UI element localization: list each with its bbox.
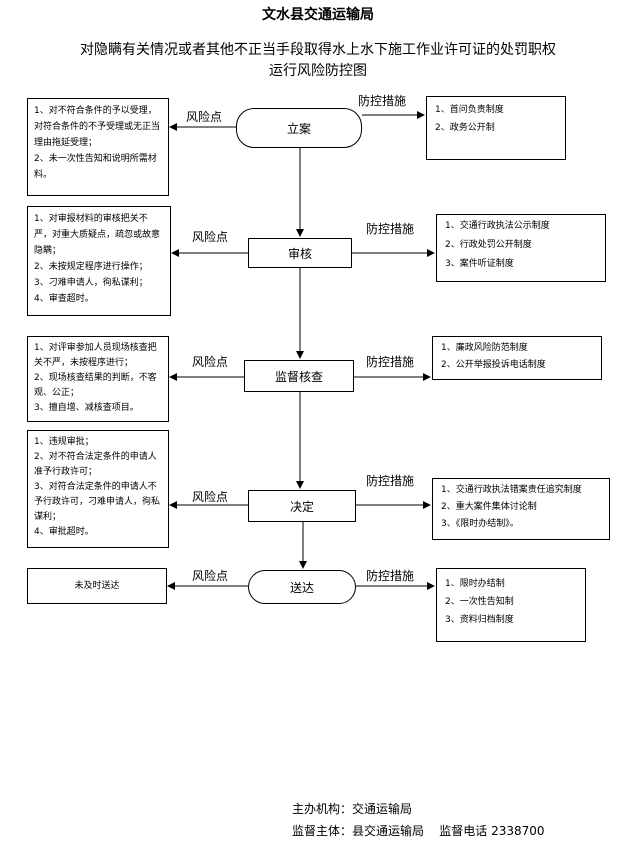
risk-label-5: 风险点: [192, 569, 229, 583]
risk-item: 3、对符合法定条件的申请人不予行政许可，刁难申请人，徇私谋利；: [34, 482, 161, 522]
control-item: 1、限时办结制: [445, 579, 505, 589]
control-item: 2、公开举报投诉电话制度: [441, 360, 546, 370]
step-5-node: 送达: [248, 570, 356, 604]
control-item: 3、资料归档制度: [445, 615, 514, 625]
risk-item: 2、现场核查结果的判断，不客观、公正；: [34, 373, 157, 398]
org-title: 文水县交通运输局: [262, 7, 374, 23]
control-label-5: 防控措施: [366, 569, 415, 583]
diagram-title-line-1: 对隐瞒有关情况或者其他不正当手段取得水上水下施工作业许可证的处罚职权: [80, 42, 556, 58]
risk-item: 1、违规审批；: [34, 437, 94, 447]
step-1-node: 立案: [236, 108, 362, 148]
risk-item: 1、对审报材料的审核把关不严，对重大质疑点，疏忽或故意隐瞒；: [34, 214, 161, 256]
control-label-4: 防控措施: [366, 474, 415, 488]
risk-item: 2、未按规定程序进行操作；: [34, 262, 148, 272]
risk-item: 3、擅自增、减核查项目。: [34, 403, 139, 413]
risk-item: 1、对评审参加人员现场核查把关不严，未按程序进行；: [34, 343, 157, 368]
step-3-node: 监督核查: [244, 360, 354, 392]
control-box-2: 1、交通行政执法公示制度 2、行政处罚公开制度 3、案件听证制度: [436, 214, 606, 282]
control-item: 2、一次性告知制: [445, 597, 514, 607]
risk-item: 未及时送达: [74, 581, 120, 591]
control-item: 2、重大案件集体讨论制: [441, 502, 537, 512]
risk-label-1: 风险点: [186, 110, 223, 124]
control-box-1: 1、首问负责制度 2、政务公开制: [426, 96, 566, 160]
footer-host: 主办机构：交通运输局: [292, 802, 413, 816]
control-label-1: 防控措施: [358, 94, 407, 108]
risk-label-3: 风险点: [192, 355, 229, 369]
risk-item: 2、未一次性告知和说明所需材料。: [34, 154, 157, 180]
control-box-3: 1、廉政风险防范制度 2、公开举报投诉电话制度: [432, 336, 602, 380]
step-5-label: 送达: [289, 580, 314, 595]
risk-item: 4、审查超时。: [34, 294, 94, 304]
risk-box-1: 1、对不符合条件的予以受理，对符合条件的不予受理或无正当理由拖延受理； 2、未一…: [27, 98, 169, 196]
diagram-title-line-2: 运行风险防控图: [269, 63, 367, 79]
step-1-label: 立案: [286, 121, 311, 136]
footer-supervisor: 监督主体：县交通运输局 监督电话 2338700: [292, 824, 545, 838]
control-item: 1、首问负责制度: [435, 105, 504, 115]
step-2-label: 审核: [287, 246, 312, 261]
step-2-node: 审核: [248, 238, 352, 268]
control-item: 1、廉政风险防范制度: [441, 343, 528, 353]
control-item: 1、交通行政执法错案责任追究制度: [441, 485, 582, 495]
risk-box-2: 1、对审报材料的审核把关不严，对重大质疑点，疏忽或故意隐瞒； 2、未按规定程序进…: [27, 206, 171, 316]
control-item: 2、政务公开制: [435, 123, 495, 133]
risk-box-5: 未及时送达: [27, 568, 167, 604]
risk-item: 1、对不符合条件的予以受理，对符合条件的不予受理或无正当理由拖延受理；: [34, 106, 161, 148]
risk-item: 3、刁难申请人，徇私谋利；: [34, 278, 148, 288]
risk-item: 4、审批超时。: [34, 527, 94, 537]
control-label-3: 防控措施: [366, 355, 415, 369]
risk-item: 2、对不符合法定条件的申请人准予行政许可；: [34, 452, 157, 477]
risk-box-3: 1、对评审参加人员现场核查把关不严，未按程序进行； 2、现场核查结果的判断，不客…: [27, 336, 169, 422]
control-item: 3、《限时办结制》。: [441, 519, 519, 529]
step-3-label: 监督核查: [274, 369, 323, 384]
diagram-title: 对隐瞒有关情况或者其他不正当手段取得水上水下施工作业许可证的处罚职权 运行风险防…: [0, 40, 636, 82]
control-item: 1、交通行政执法公示制度: [445, 221, 550, 231]
risk-label-4: 风险点: [192, 490, 229, 504]
risk-label-2: 风险点: [192, 230, 229, 244]
control-box-5: 1、限时办结制 2、一次性告知制 3、资料归档制度: [436, 568, 586, 642]
control-box-4: 1、交通行政执法错案责任追究制度 2、重大案件集体讨论制 3、《限时办结制》。: [432, 478, 610, 540]
step-4-label: 决定: [289, 499, 314, 514]
control-item: 3、案件听证制度: [445, 259, 514, 269]
step-4-node: 决定: [248, 490, 356, 522]
control-item: 2、行政处罚公开制度: [445, 240, 532, 250]
risk-box-4: 1、违规审批； 2、对不符合法定条件的申请人准予行政许可； 3、对符合法定条件的…: [27, 430, 169, 548]
control-label-2: 防控措施: [366, 222, 415, 236]
